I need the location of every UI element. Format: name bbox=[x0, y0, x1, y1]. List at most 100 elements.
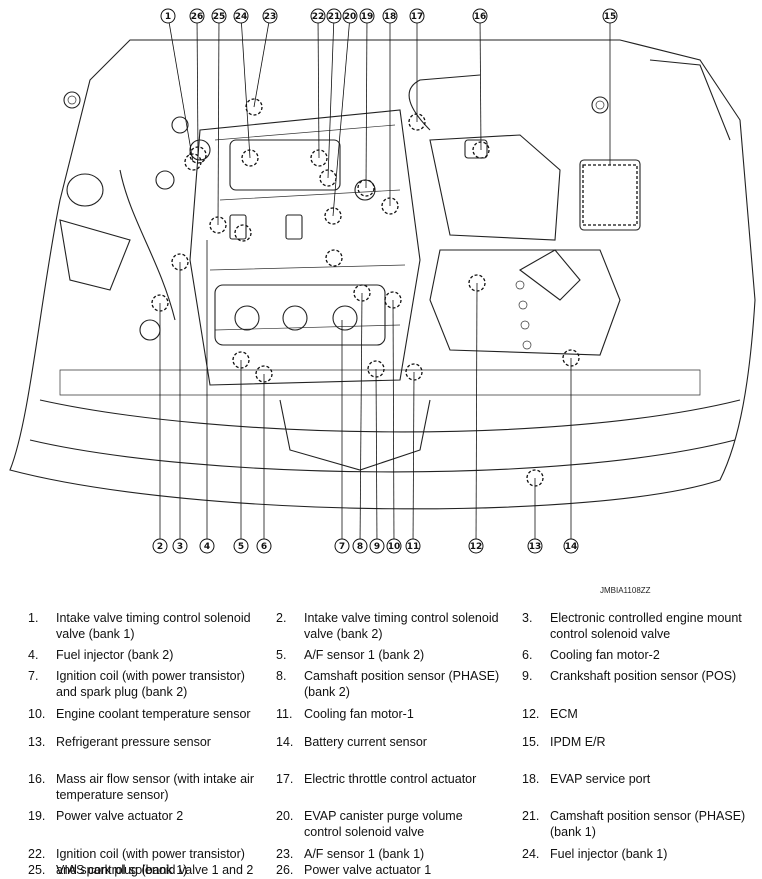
callout-number: 2 bbox=[157, 542, 163, 552]
callout-number: 7 bbox=[339, 542, 345, 552]
callout-17: 17 bbox=[409, 8, 425, 24]
callout-circle bbox=[472, 8, 488, 24]
callout-leader-line bbox=[332, 15, 351, 217]
callout-12: 12 bbox=[468, 538, 484, 554]
legend-table: 1.Intake valve timing control solenoid v… bbox=[0, 610, 762, 879]
legend-item-number: 23. bbox=[276, 847, 294, 861]
callout-19: 19 bbox=[359, 8, 375, 24]
callout-number: 4 bbox=[204, 542, 210, 552]
callout-circle bbox=[172, 538, 188, 554]
legend-item-text: VIAS control solenoid valve 1 and 2 bbox=[56, 863, 254, 877]
callout-7: 7 bbox=[334, 538, 350, 554]
callout-number: 21 bbox=[328, 12, 341, 22]
legend-item-number: 25. bbox=[28, 863, 46, 877]
legend-item-number: 4. bbox=[28, 648, 39, 662]
legend-item-number: 5. bbox=[276, 648, 287, 662]
legend-item-text: Fuel injector (bank 1) bbox=[550, 847, 668, 861]
callout-number: 14 bbox=[565, 542, 578, 552]
legend-item-text: Battery current sensor bbox=[304, 735, 427, 749]
callout-20: 20 bbox=[342, 8, 358, 24]
callout-circle bbox=[359, 8, 375, 24]
legend-item-number: 1. bbox=[28, 611, 39, 625]
callout-circle bbox=[527, 538, 543, 554]
callout-circle bbox=[369, 538, 385, 554]
legend-item-number: 7. bbox=[28, 669, 39, 683]
legend-item-number: 20. bbox=[276, 809, 294, 823]
legend-item-text: Power valve actuator 2 bbox=[56, 809, 184, 823]
legend-item-number: 16. bbox=[28, 772, 46, 786]
figure-code: JMBIA1108ZZ bbox=[600, 586, 651, 595]
callout-leader-line bbox=[359, 292, 363, 547]
legend-item-number: 18. bbox=[522, 772, 540, 786]
callout-16: 16 bbox=[472, 8, 488, 24]
callout-23: 23 bbox=[262, 8, 278, 24]
callout-number: 16 bbox=[474, 12, 487, 22]
right-side-components bbox=[408, 59, 731, 356]
leader-lines bbox=[159, 15, 611, 547]
legend-item-number: 15. bbox=[522, 735, 540, 749]
legend-item-number: 24. bbox=[522, 847, 540, 861]
legend-item-text: IPDM E/R bbox=[550, 735, 606, 749]
callout-number: 11 bbox=[407, 542, 420, 552]
callout-24: 24 bbox=[233, 8, 249, 24]
callout-3: 3 bbox=[172, 538, 188, 554]
callout-circle bbox=[405, 538, 421, 554]
callout-5: 5 bbox=[233, 538, 249, 554]
callout-circle bbox=[310, 8, 326, 24]
legend-item-number: 3. bbox=[522, 611, 533, 625]
callout-number: 15 bbox=[604, 12, 617, 22]
legend-item-number: 21. bbox=[522, 809, 540, 823]
callout-leader-line bbox=[375, 368, 378, 547]
legend-item-number: 19. bbox=[28, 809, 46, 823]
callout-leader-line bbox=[475, 282, 478, 547]
callout-8: 8 bbox=[352, 538, 368, 554]
legend-item-text: EVAP service port bbox=[550, 772, 651, 786]
callout-leader-line bbox=[327, 15, 335, 179]
callout-circle bbox=[326, 8, 342, 24]
callout-22: 22 bbox=[310, 8, 326, 24]
callout-number: 1 bbox=[165, 12, 171, 22]
callout-leader-line bbox=[217, 15, 220, 226]
callout-number: 24 bbox=[235, 12, 248, 22]
legend-item-text: EVAP canister purge volume control solen… bbox=[304, 809, 463, 839]
callout-circle bbox=[233, 8, 249, 24]
callout-circle bbox=[233, 538, 249, 554]
callout-number: 26 bbox=[191, 12, 204, 22]
callout-circle bbox=[342, 8, 358, 24]
callout-number: 3 bbox=[177, 542, 183, 552]
legend-item-text: Cooling fan motor-1 bbox=[304, 707, 414, 721]
legend-item-text: A/F sensor 1 (bank 1) bbox=[304, 847, 425, 861]
callout-15: 15 bbox=[602, 8, 618, 24]
callout-circle bbox=[160, 8, 176, 24]
callout-4: 4 bbox=[199, 538, 215, 554]
legend-item-text: Mass air flow sensor (with intake air te… bbox=[56, 772, 254, 802]
callout-number: 20 bbox=[344, 12, 357, 22]
legend-item-text: Electronic controlled engine mount contr… bbox=[550, 611, 742, 641]
callout-leader-line bbox=[412, 371, 415, 547]
legend-item-text: Camshaft position sensor (PHASE) (bank 1… bbox=[550, 809, 746, 839]
callout-circle bbox=[563, 538, 579, 554]
callout-2: 2 bbox=[152, 538, 168, 554]
legend-item-number: 10. bbox=[28, 707, 46, 721]
legend-item-number: 8. bbox=[276, 669, 287, 683]
callout-circle bbox=[382, 8, 398, 24]
legend-item-number: 12. bbox=[522, 707, 540, 721]
legend-item-text: Power valve actuator 1 bbox=[304, 863, 432, 877]
legend-item-text: Engine coolant temperature sensor bbox=[56, 707, 251, 721]
callout-circle bbox=[468, 538, 484, 554]
callout-9: 9 bbox=[369, 538, 385, 554]
callout-circle bbox=[262, 8, 278, 24]
legend-item-text: A/F sensor 1 (bank 2) bbox=[304, 648, 425, 662]
callout-circle bbox=[602, 8, 618, 24]
legend-item-number: 6. bbox=[522, 648, 533, 662]
callout-circle bbox=[199, 538, 215, 554]
callout-circle bbox=[189, 8, 205, 24]
legend-item-number: 2. bbox=[276, 611, 287, 625]
legend-item-text: Electric throttle control actuator bbox=[304, 772, 477, 786]
callout-leader-line bbox=[196, 15, 199, 156]
legend-item-number: 22. bbox=[28, 847, 46, 861]
callout-11: 11 bbox=[405, 538, 421, 554]
callout-number: 25 bbox=[213, 12, 226, 22]
callout-number: 22 bbox=[312, 12, 325, 22]
